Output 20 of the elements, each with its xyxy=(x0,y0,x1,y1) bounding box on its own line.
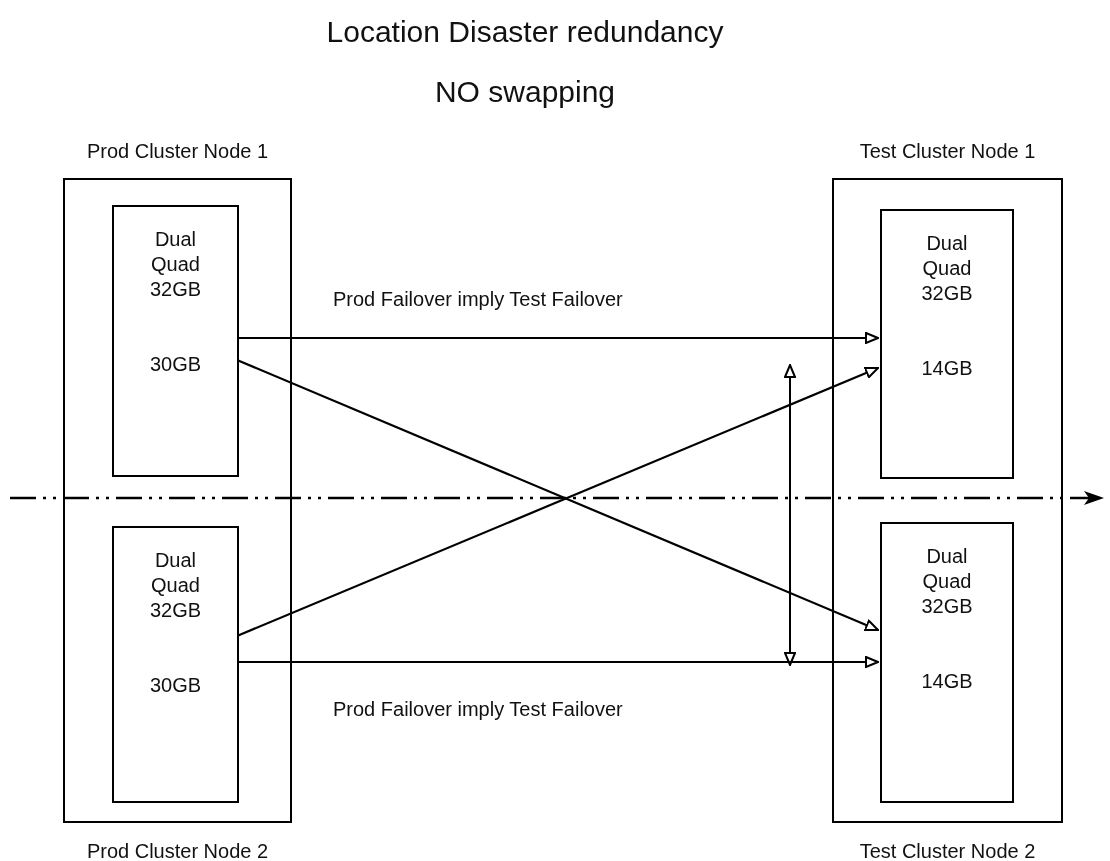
server-spec: Dual Quad 32GB xyxy=(921,231,973,306)
server-spec: 14GB xyxy=(921,669,973,694)
cluster-heading: Test Cluster Node 1 xyxy=(858,140,1037,163)
subtitle: NO swapping xyxy=(433,75,617,109)
cluster-heading: Prod Cluster Node 1 xyxy=(85,140,270,163)
server-box xyxy=(880,209,1014,479)
arrow-caption: Prod Failover imply Test Failover xyxy=(333,698,623,721)
server-spec: Dual Quad 32GB xyxy=(149,227,202,302)
server-box xyxy=(880,522,1014,803)
server-spec: 14GB xyxy=(921,356,973,381)
server-box xyxy=(112,526,239,803)
server-spec: Dual Quad 32GB xyxy=(149,548,202,623)
cluster-heading: Test Cluster Node 2 xyxy=(858,840,1037,861)
server-spec: Dual Quad 32GB xyxy=(921,544,973,619)
cluster-heading: Prod Cluster Node 2 xyxy=(85,840,270,861)
server-spec: 30GB xyxy=(149,673,202,698)
arrow-caption: Prod Failover imply Test Failover xyxy=(333,288,623,311)
server-box xyxy=(112,205,239,477)
diagram-title: Location Disaster redundancy xyxy=(325,15,725,49)
server-spec: 30GB xyxy=(149,352,202,377)
